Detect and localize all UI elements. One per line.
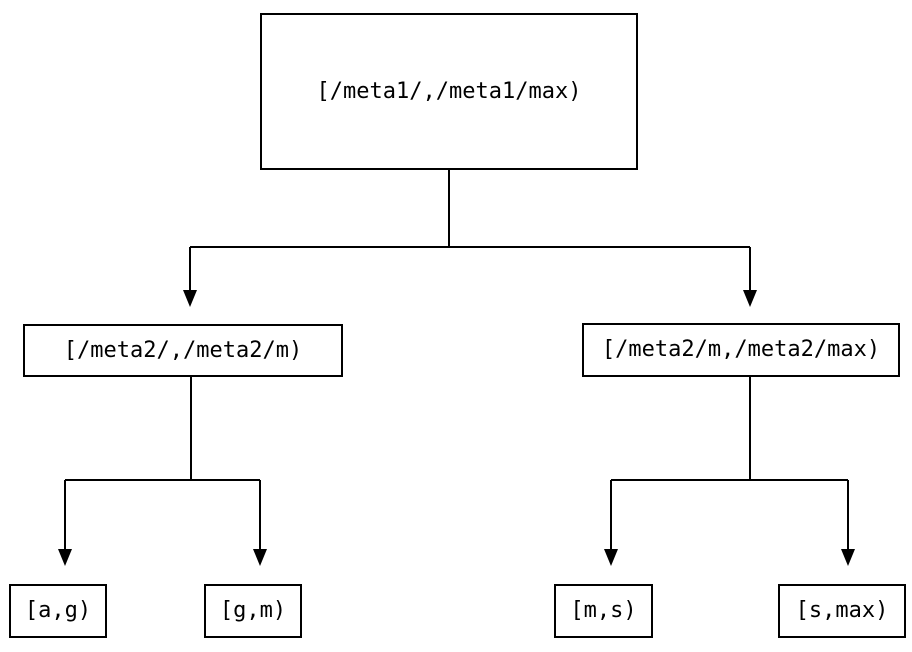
arrowhead-leafsmax-icon xyxy=(841,549,855,566)
node-leaf-ag: [a,g) xyxy=(9,584,107,638)
node-leaf-smax: [s,max) xyxy=(778,584,906,638)
node-mid-right-label: [/meta2/m,/meta2/max) xyxy=(601,337,881,362)
node-root: [/meta1/,/meta1/max) xyxy=(260,13,638,170)
node-mid-right: [/meta2/m,/meta2/max) xyxy=(582,323,900,377)
node-mid-left-label: [/meta2/,/meta2/m) xyxy=(63,337,303,363)
arrowhead-leafgm-icon xyxy=(253,549,267,566)
node-leaf-gm-label: [g,m) xyxy=(219,598,287,623)
node-leaf-ms: [m,s) xyxy=(554,584,653,638)
arrowhead-leafms-icon xyxy=(604,549,618,566)
node-leaf-smax-label: [s,max) xyxy=(795,598,889,623)
arrowhead-midright-icon xyxy=(743,290,757,307)
node-leaf-ag-label: [a,g) xyxy=(24,598,92,623)
arrowhead-leafag-icon xyxy=(58,549,72,566)
arrowhead-midleft-icon xyxy=(183,290,197,307)
node-mid-left: [/meta2/,/meta2/m) xyxy=(23,324,343,377)
node-root-label: [/meta1/,/meta1/max) xyxy=(316,78,582,104)
node-leaf-gm: [g,m) xyxy=(204,584,302,638)
node-leaf-ms-label: [m,s) xyxy=(570,598,637,623)
